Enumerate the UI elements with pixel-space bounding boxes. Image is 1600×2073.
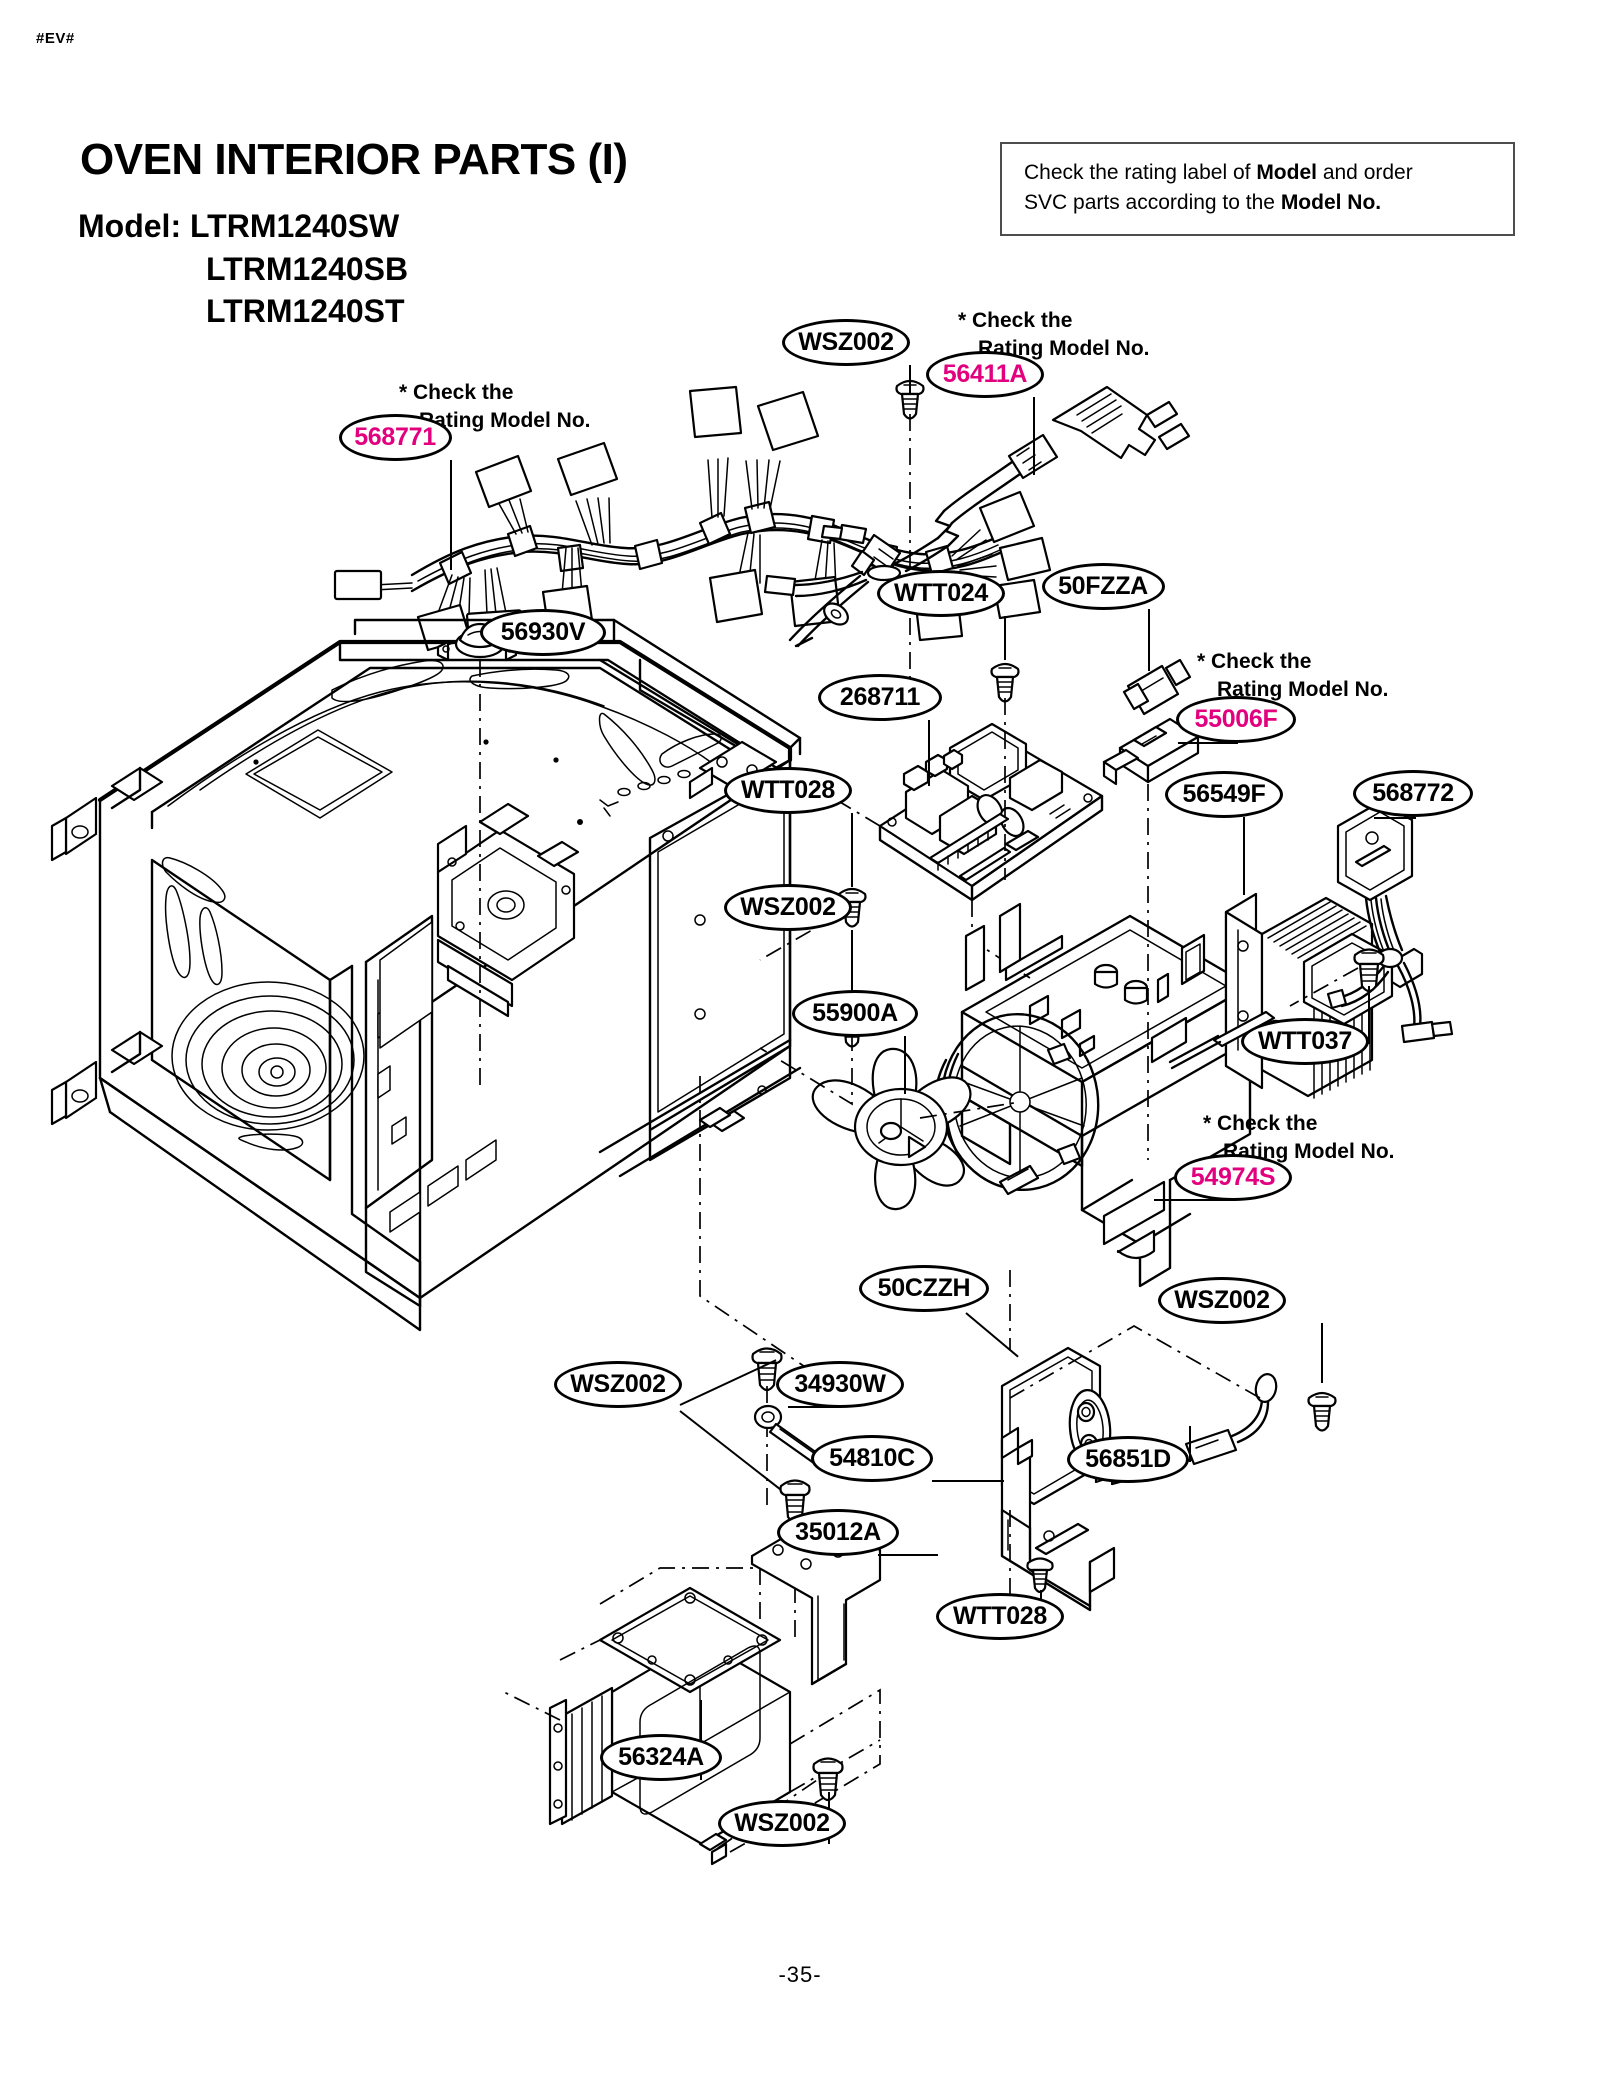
part-callout-55006f[interactable]: 55006F: [1176, 695, 1296, 743]
part-callout-268711[interactable]: 268711: [818, 673, 942, 721]
leader-wsz002-mid: [851, 930, 853, 1002]
check-rating-note-line1: * Check the: [1197, 650, 1312, 673]
leader-wsz002-bl-b: [679, 1410, 782, 1491]
model-line-3: LTRM1240ST: [206, 293, 405, 330]
part-callout-56549f[interactable]: 56549F: [1165, 770, 1283, 818]
part-callout-wtt024[interactable]: WTT024: [877, 569, 1005, 617]
leader-34930w: [788, 1406, 842, 1408]
leader-268711: [928, 720, 930, 786]
part-callout-54974s[interactable]: 54974S: [1174, 1153, 1292, 1201]
part-callout-35012a[interactable]: 35012A: [777, 1508, 899, 1556]
leader-56549f: [1243, 817, 1245, 895]
part-callout-34930w[interactable]: 34930W: [776, 1360, 904, 1408]
rating-label-note-box: Check the rating label of Model and orde…: [1000, 142, 1515, 236]
check-rating-note-line2: Rating Model No.: [978, 337, 1150, 361]
page-number: -35-: [778, 1962, 822, 1987]
leader-wsz002-top: [909, 365, 911, 393]
check-rating-note-line1: * Check the: [958, 309, 1073, 332]
model-line-1: Model: LTRM1240SW: [78, 208, 400, 244]
leader-568772: [1374, 817, 1416, 819]
check-rating-note-line2: Rating Model No.: [419, 409, 591, 433]
note-line-2: SVC parts according to the Model No.: [1024, 188, 1495, 218]
note-line-1-a: Check the rating label of: [1024, 161, 1257, 184]
leader-50czzh: [965, 1312, 1019, 1358]
part-callout-wtt037[interactable]: WTT037: [1241, 1017, 1369, 1065]
check-rating-note-line1: * Check the: [1203, 1112, 1318, 1135]
part-callout-568772[interactable]: 568772: [1353, 769, 1473, 817]
part-callout-wtt028[interactable]: WTT028: [936, 1592, 1064, 1640]
leader-50fzza: [1148, 609, 1150, 671]
part-callout-56411a[interactable]: 56411A: [926, 350, 1044, 398]
leader-wtt028-upper: [851, 813, 853, 887]
part-callout-wsz002[interactable]: WSZ002: [554, 1360, 682, 1408]
leader-wtt024: [1004, 616, 1006, 660]
part-callout-50czzh[interactable]: 50CZZH: [859, 1264, 989, 1312]
part-callout-wtt028[interactable]: WTT028: [724, 766, 852, 814]
check-rating-note-line1: * Check the: [399, 381, 514, 404]
leader-35012a: [878, 1554, 938, 1556]
note-line-1-c: and order: [1316, 161, 1413, 184]
leader-55900a: [904, 1036, 906, 1094]
leader-55006f: [1178, 742, 1238, 744]
note-line-2-bold: Model No.: [1280, 190, 1382, 214]
leader-56851d: [1189, 1426, 1191, 1462]
part-callout-wsz002[interactable]: WSZ002: [782, 318, 910, 366]
part-callout-55900a[interactable]: 55900A: [792, 989, 918, 1037]
model-line-2: LTRM1240SB: [206, 250, 409, 287]
model-list: Model: LTRM1240SW LTRM1240SB LTRM1240ST: [78, 205, 408, 333]
check-rating-note-line2: Rating Model No.: [1217, 678, 1389, 702]
note-line-1: Check the rating label of Model and orde…: [1024, 158, 1495, 188]
note-line-2-a: SVC parts according to the: [1024, 190, 1281, 214]
part-callout-56930v[interactable]: 56930V: [480, 608, 606, 656]
part-callout-50fzza[interactable]: 50FZZA: [1041, 562, 1165, 610]
note-line-1-bold: Model: [1256, 161, 1317, 184]
part-callout-54810c[interactable]: 54810C: [811, 1434, 933, 1482]
leader-568771: [450, 460, 452, 570]
part-callout-wsz002[interactable]: WSZ002: [724, 883, 852, 931]
leader-wsz002-bl-a: [679, 1359, 777, 1406]
ev-tag: #EV#: [36, 30, 75, 47]
leader-54974s: [1154, 1199, 1236, 1201]
leader-54810c: [932, 1480, 1004, 1482]
leader-56411a: [1033, 397, 1035, 475]
part-callout-568771[interactable]: 568771: [338, 413, 452, 461]
part-callout-wsz002[interactable]: WSZ002: [1158, 1276, 1286, 1324]
part-callout-56324a[interactable]: 56324A: [600, 1733, 722, 1781]
part-callout-wsz002[interactable]: WSZ002: [718, 1799, 846, 1847]
leader-wsz002-right: [1321, 1323, 1323, 1383]
part-callout-56851d[interactable]: 56851D: [1067, 1435, 1189, 1483]
leader-wtt037: [1368, 986, 1370, 1044]
page-title: OVEN INTERIOR PARTS (I): [80, 135, 628, 184]
